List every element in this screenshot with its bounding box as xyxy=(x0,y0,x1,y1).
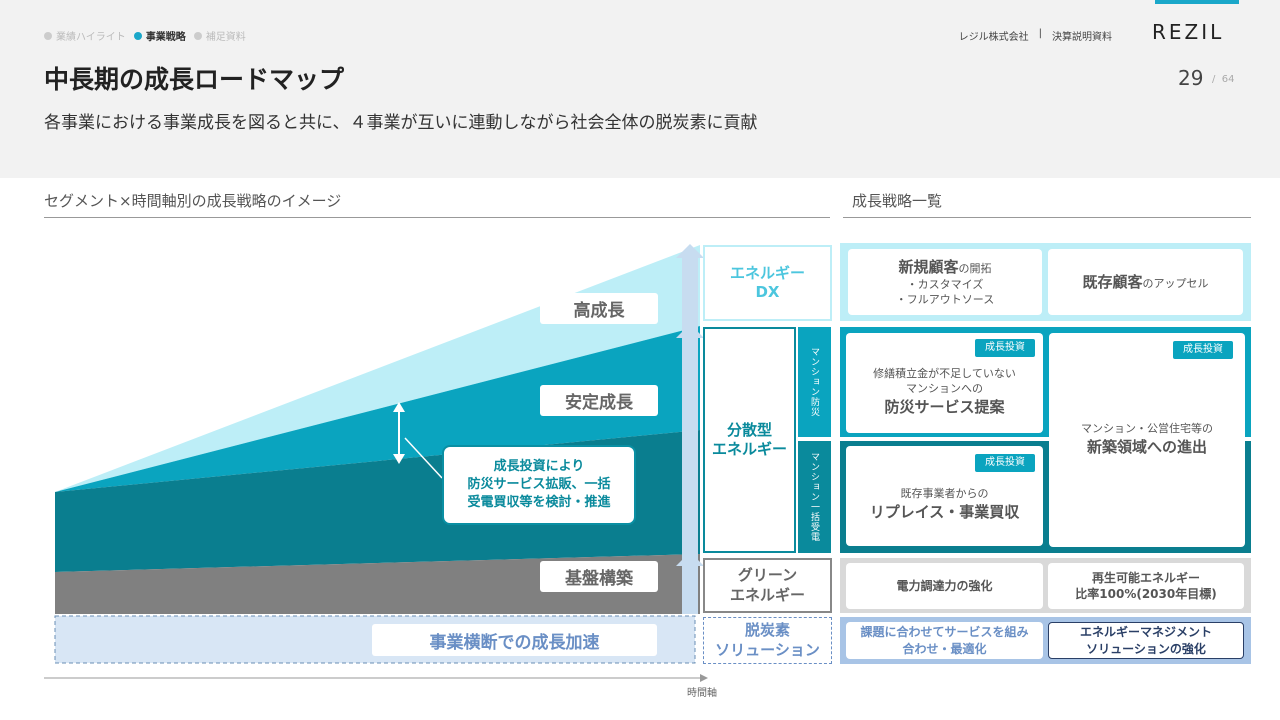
arrow-down-icon xyxy=(393,454,405,464)
card-bousai-proposal: 成長投資 修繕積立金が不足していない マンションへの 防災サービス提案 xyxy=(846,333,1043,433)
breadcrumb-item-strategy[interactable]: 事業戦略 xyxy=(133,28,186,43)
document-name: 決算説明資料 xyxy=(1052,32,1112,43)
breadcrumb-item-highlight[interactable]: 業績ハイライト xyxy=(44,28,126,43)
dot-icon xyxy=(193,31,202,40)
arrow-right-icon xyxy=(700,674,708,682)
arrow-up-icon xyxy=(676,324,704,338)
company-name: レジル株式会社 xyxy=(958,32,1029,43)
company-info: レジル株式会社 | 決算説明資料 xyxy=(959,28,1112,43)
header-band xyxy=(0,0,1280,178)
card-new-construction: 成長投資 マンション・公営住宅等の 新築領域への進出 xyxy=(1049,333,1245,547)
stable-growth-layer xyxy=(55,326,700,492)
card-new-customers: 新規顧客の開拓 ・カスタマイズ ・フルアウトソース xyxy=(848,249,1042,315)
breadcrumb: 業績ハイライト 事業戦略 補足資料 xyxy=(44,28,246,43)
page-title: 中長期の成長ロードマップ xyxy=(44,65,345,94)
badge-growth-investment: 成長投資 xyxy=(975,339,1035,357)
high-growth-layer xyxy=(55,245,700,492)
segment-decarbonization: 脱炭素ソリューション xyxy=(703,617,832,664)
segment-green-energy: グリーンエネルギー xyxy=(703,558,832,613)
logo-accent-bar xyxy=(1155,0,1239,4)
tab-mansion-bousai: マンション防災 xyxy=(798,327,831,437)
badge-growth-investment: 成長投資 xyxy=(1173,341,1233,359)
base-layer xyxy=(55,554,700,614)
card-power-procurement: 電力調達力の強化 xyxy=(846,563,1043,609)
arrow-up-icon xyxy=(676,552,704,566)
growth-arrow-shaft xyxy=(682,258,698,614)
company-separator: | xyxy=(1038,28,1042,39)
right-section-title: 成長戦略一覧 xyxy=(852,192,943,210)
label-base-building: 基盤構築 xyxy=(540,561,658,592)
dot-icon xyxy=(133,31,142,40)
badge-growth-investment: 成長投資 xyxy=(975,454,1035,472)
card-renewable-ratio: 再生可能エネルギー 比率100%(2030年目標) xyxy=(1048,563,1244,609)
card-existing-upsell: 既存顧客のアップセル xyxy=(1048,249,1243,315)
right-section-divider xyxy=(843,217,1251,218)
page-total: / 64 xyxy=(1212,74,1235,85)
arrow-up-icon xyxy=(393,402,405,412)
rezil-logo: REZIL xyxy=(1152,20,1225,44)
card-replace-acquisition: 成長投資 既存事業者からの リプレイス・事業買収 xyxy=(846,446,1043,546)
breadcrumb-item-appendix[interactable]: 補足資料 xyxy=(193,28,246,43)
time-axis-label: 時間軸 xyxy=(687,688,717,699)
arrow-up-icon xyxy=(676,244,704,258)
card-service-optimization: 課題に合わせてサービスを組み 合わせ・最適化 xyxy=(846,622,1043,659)
label-stable-growth: 安定成長 xyxy=(540,385,658,416)
left-section-divider xyxy=(44,217,830,218)
left-section-title: セグメント×時間軸別の成長戦略のイメージ xyxy=(44,192,342,210)
page-number: 29 xyxy=(1178,66,1204,90)
page-subtitle: 各事業における事業成長を図ると共に、４事業が互いに連動しながら社会全体の脱炭素に… xyxy=(44,113,758,133)
label-high-growth: 高成長 xyxy=(540,293,658,324)
tab-mansion-ikkatsu: マンション一括受電 xyxy=(798,441,831,553)
card-energy-management: エネルギーマネジメント ソリューションの強化 xyxy=(1048,622,1244,659)
note-connector xyxy=(404,437,443,479)
segment-distributed-energy: 分散型エネルギー xyxy=(703,327,796,553)
dot-icon xyxy=(44,31,52,40)
growth-investment-note: 成長投資により 防災サービス拡販、一括 受電買収等を検討・推進 xyxy=(442,445,636,525)
label-cross-business: 事業横断での成長加速 xyxy=(372,624,657,656)
